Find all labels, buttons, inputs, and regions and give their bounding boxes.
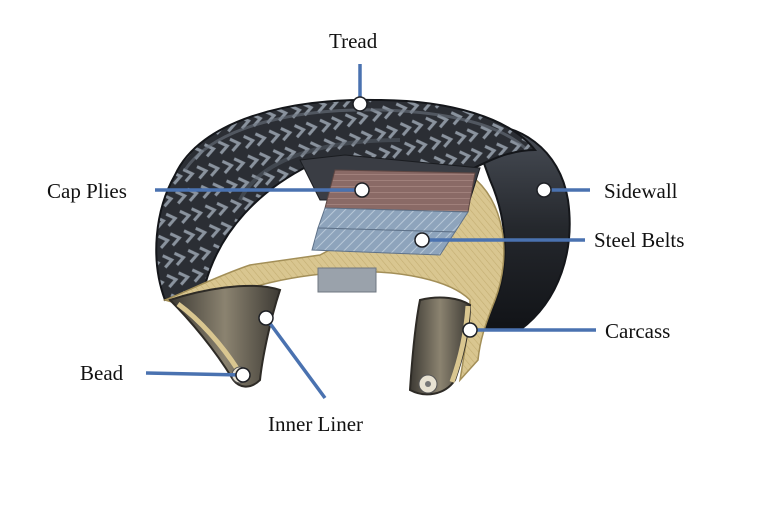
inner-liner-dot [258, 310, 274, 326]
sidewall-label: Sidewall [604, 179, 678, 203]
cap-plies-dot [354, 182, 370, 198]
bead-label: Bead [80, 361, 124, 385]
steel-belts-label: Steel Belts [594, 228, 685, 252]
cap-plies-label: Cap Plies [47, 179, 127, 203]
callout-dots [235, 96, 552, 383]
tire-body [155, 98, 571, 331]
tread-dot [352, 96, 368, 112]
tread-label: Tread [329, 29, 378, 53]
steel-belts-dot [414, 232, 430, 248]
bead-dot [235, 367, 251, 383]
inner-liner-walls [168, 284, 472, 396]
inner-liner-label: Inner Liner [268, 412, 364, 436]
sidewall-dot [536, 182, 552, 198]
leader-lines [145, 64, 596, 400]
carcass-label: Carcass [605, 319, 671, 343]
carcass-dot [462, 322, 478, 338]
